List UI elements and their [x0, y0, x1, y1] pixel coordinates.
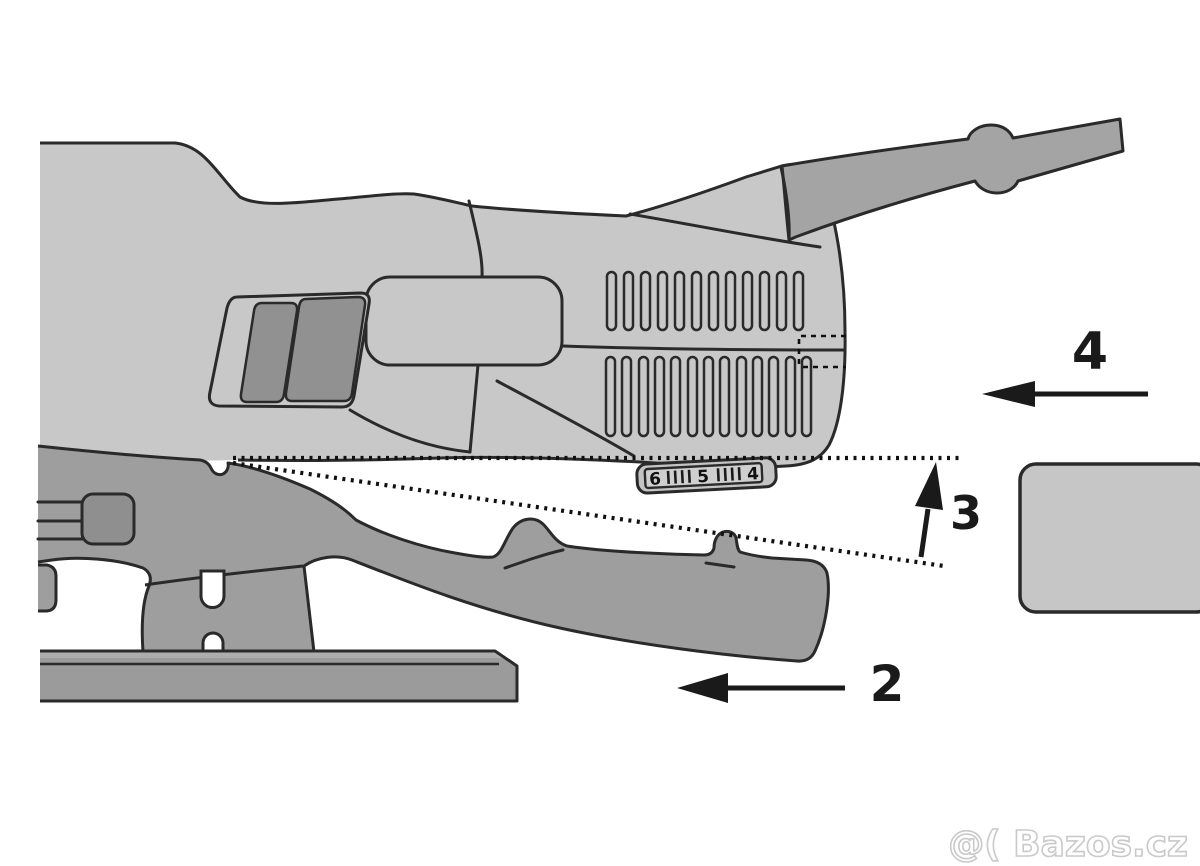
vertical-seam-upper — [467, 199, 484, 279]
base-plate-fill — [40, 651, 517, 701]
blade-clamp — [36, 492, 136, 546]
arrow-2-head — [677, 673, 728, 703]
shoe-nub-crease — [704, 561, 736, 569]
slider-switch-knob-left — [239, 301, 299, 404]
base-plate-outline — [40, 649, 519, 703]
arrow-4-head — [982, 381, 1035, 407]
callout-label-3: 3 — [950, 486, 982, 540]
callout-label-4: 4 — [1072, 322, 1108, 382]
callout-step4: 4 — [982, 322, 1148, 407]
trigger-crease — [348, 408, 472, 454]
front-housing-shoe-outline — [37, 444, 830, 663]
left-guide-tab — [38, 563, 58, 613]
dashed-callout-box — [797, 334, 846, 369]
vertical-seam-lower — [468, 363, 480, 454]
dial-ticks-left — [666, 469, 691, 484]
slider-switch — [207, 291, 371, 409]
mid-seam — [561, 344, 846, 352]
bracket-seam-line — [144, 564, 304, 587]
housing-seam-lines — [348, 165, 846, 458]
base-plate — [40, 649, 519, 703]
bracket-arch-cutout — [201, 631, 225, 653]
bracket-slot-cutout — [199, 569, 226, 609]
slider-switch-knob-right — [284, 295, 367, 403]
foot-crease — [495, 379, 636, 458]
dotted-line-lower — [232, 460, 945, 569]
dial-ticks-right — [716, 467, 741, 482]
base-plate-top-strip — [40, 652, 505, 658]
arrow-3-shaft — [918, 508, 931, 558]
shoe-hump-crease — [503, 548, 565, 570]
dial-digit-6: 6 — [649, 469, 662, 490]
power-cable — [780, 117, 1125, 242]
blade-clamp-cap — [80, 492, 136, 546]
callout-step3: 3 — [915, 462, 982, 558]
cover-plate-part — [1018, 462, 1200, 614]
dotted-guide-lines — [232, 455, 963, 569]
front-housing-shoe-fill — [38, 446, 829, 662]
label-recess — [364, 275, 564, 367]
callout-label-2: 2 — [870, 655, 905, 713]
callout-step2: 2 — [677, 655, 904, 713]
vent-slots-bottom-row — [604, 355, 813, 438]
vent-slots-top-row — [605, 270, 805, 332]
cable-boot-seam — [779, 165, 791, 242]
dial-digit-4: 4 — [747, 464, 760, 485]
handle-ridge — [628, 212, 822, 249]
arrow-3-head — [915, 462, 943, 510]
front-housing-and-shoe — [37, 444, 830, 663]
pendulum-dial: 6 5 4 — [635, 456, 778, 495]
dial-digit-5: 5 — [697, 467, 710, 488]
watermark-text: @( Bazos.cz — [948, 824, 1188, 865]
